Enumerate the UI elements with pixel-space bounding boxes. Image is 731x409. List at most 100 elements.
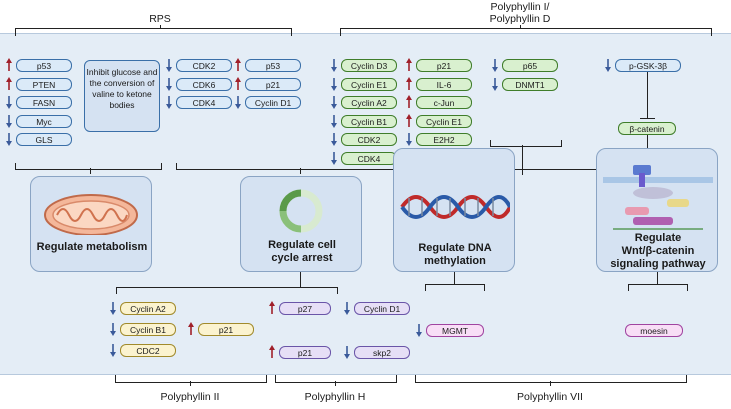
gene-pill: Cyclin B1 xyxy=(341,114,397,128)
gene-pill: CDC2 xyxy=(120,344,176,357)
down-arrow-icon xyxy=(330,151,338,165)
stem-cell-cycle-bottom xyxy=(300,272,302,287)
gene-pill: p65 xyxy=(502,59,558,72)
down-arrow-icon xyxy=(109,343,117,357)
gene-pill: Cyclin D3 xyxy=(341,59,397,72)
down-arrow-icon xyxy=(165,95,173,109)
down-arrow-icon xyxy=(330,58,338,72)
up-arrow-icon xyxy=(187,322,195,336)
rps-note: Inhibit glucose and the conversion of va… xyxy=(84,60,160,132)
up-arrow-icon xyxy=(5,76,13,91)
down-arrow-icon xyxy=(491,58,499,72)
stem-wnt-bottom xyxy=(657,272,659,284)
bracket-dna-top xyxy=(490,140,562,147)
down-arrow-icon xyxy=(330,132,338,146)
gene-pill: MGMT xyxy=(426,324,484,337)
up-arrow-icon xyxy=(234,76,242,91)
up-arrow-icon xyxy=(5,58,13,72)
function-title-wnt-line2: Wnt/β-catenin xyxy=(621,245,695,257)
gene-pill: Cyclin B1 xyxy=(120,323,176,336)
down-arrow-icon xyxy=(604,58,612,72)
gene-pill: p53 xyxy=(245,59,301,72)
gene-pill: E2H2 xyxy=(416,133,472,146)
stem-dna-bottom xyxy=(454,272,456,284)
down-arrow-icon xyxy=(109,301,117,315)
up-arrow-icon xyxy=(234,58,242,72)
bracket-rps xyxy=(15,28,292,36)
up-arrow-icon xyxy=(268,345,276,359)
gene-pill: p21 xyxy=(279,346,331,359)
gene-pill: β-catenin xyxy=(618,122,676,135)
up-arrow-icon xyxy=(405,95,413,109)
stem-dna xyxy=(522,145,524,175)
gene-pill: IL-6 xyxy=(416,77,472,91)
down-arrow-icon xyxy=(109,322,117,336)
function-box-dna: Regulate DNA methylation xyxy=(393,148,515,272)
group-label-polyphyllin-d-line2: Polyphyllin D xyxy=(489,13,551,25)
bracket-dna-bottom xyxy=(425,284,485,291)
gene-pill: GLS xyxy=(16,133,72,146)
gene-pill: FASN xyxy=(16,96,72,109)
function-title-dna-line2: methylation xyxy=(424,255,486,267)
up-arrow-icon xyxy=(405,113,413,128)
bracket-cell-cycle-top xyxy=(176,163,608,170)
stem-polyphyllin-vii xyxy=(550,381,552,386)
gene-pill: Cyclin E1 xyxy=(416,114,472,128)
group-label-rps: RPS xyxy=(149,13,171,25)
down-arrow-icon xyxy=(165,58,173,72)
gene-pill: PTEN xyxy=(16,77,72,91)
function-box-cell-cycle: Regulate cell cycle arrest xyxy=(240,176,362,272)
down-arrow-icon xyxy=(5,114,13,128)
gene-pill: p21 xyxy=(416,59,472,72)
down-arrow-icon xyxy=(491,77,499,91)
gene-pill: moesin xyxy=(625,324,683,337)
up-arrow-icon xyxy=(268,301,276,315)
cell-cycle-icon xyxy=(279,189,323,233)
down-arrow-icon xyxy=(415,323,423,337)
inhibition-bar xyxy=(640,118,655,120)
gene-pill: CDK2 xyxy=(341,133,397,146)
gene-pill: CDK2 xyxy=(176,59,232,72)
mitochondrion-icon xyxy=(44,194,138,235)
down-arrow-icon xyxy=(5,95,13,109)
bracket-polyphyllin-i-d-stem xyxy=(520,25,522,29)
gene-pill: c-Jun xyxy=(416,96,472,109)
gene-pill: p53 xyxy=(16,59,72,72)
group-label-polyphyllin-vii: Polyphyllin VII xyxy=(517,391,583,403)
gene-pill: skp2 xyxy=(354,346,410,359)
bracket-polyphyllin-i-d xyxy=(340,28,712,36)
bracket-wnt-bottom xyxy=(628,284,688,291)
gene-pill: p27 xyxy=(279,302,331,315)
bracket-cell-cycle-bottom xyxy=(116,287,338,294)
down-arrow-icon xyxy=(165,77,173,91)
gene-pill: Myc xyxy=(16,114,72,128)
function-title-wnt-line3: signaling pathway xyxy=(610,258,706,270)
inhibition-line xyxy=(647,72,649,118)
function-title-metabolism: Regulate metabolism xyxy=(36,241,148,253)
up-arrow-icon xyxy=(405,76,413,91)
function-title-cell-cycle-line2: cycle arrest xyxy=(271,252,333,264)
down-arrow-icon xyxy=(343,301,351,315)
wnt-pathway-icon xyxy=(603,165,713,230)
down-arrow-icon xyxy=(343,345,351,359)
gene-pill: CDK6 xyxy=(176,77,232,91)
gene-pill: Cyclin D1 xyxy=(354,302,410,315)
bracket-metabolism-top xyxy=(15,163,162,170)
down-arrow-icon xyxy=(405,132,413,146)
gene-pill: Cyclin D1 xyxy=(245,96,301,109)
function-box-metabolism: Regulate metabolism xyxy=(30,176,152,272)
gene-pill: p21 xyxy=(198,323,254,336)
gene-pill: Cyclin E1 xyxy=(341,77,397,91)
function-title-wnt-line1: Regulate xyxy=(634,232,682,244)
gene-pill: p21 xyxy=(245,77,301,91)
down-arrow-icon xyxy=(330,77,338,91)
function-title-dna-line1: Regulate DNA xyxy=(418,242,492,254)
function-box-wnt: Regulate Wnt/β-catenin signaling pathway xyxy=(596,148,718,272)
function-title-cell-cycle-line1: Regulate cell xyxy=(268,239,336,251)
gene-pill: Cyclin A2 xyxy=(341,96,397,109)
stem-cell-cycle xyxy=(300,168,302,174)
group-label-polyphyllin-ii: Polyphyllin II xyxy=(160,391,220,403)
up-arrow-icon xyxy=(405,58,413,72)
gene-pill: CDK4 xyxy=(176,96,232,109)
down-arrow-icon xyxy=(330,114,338,128)
